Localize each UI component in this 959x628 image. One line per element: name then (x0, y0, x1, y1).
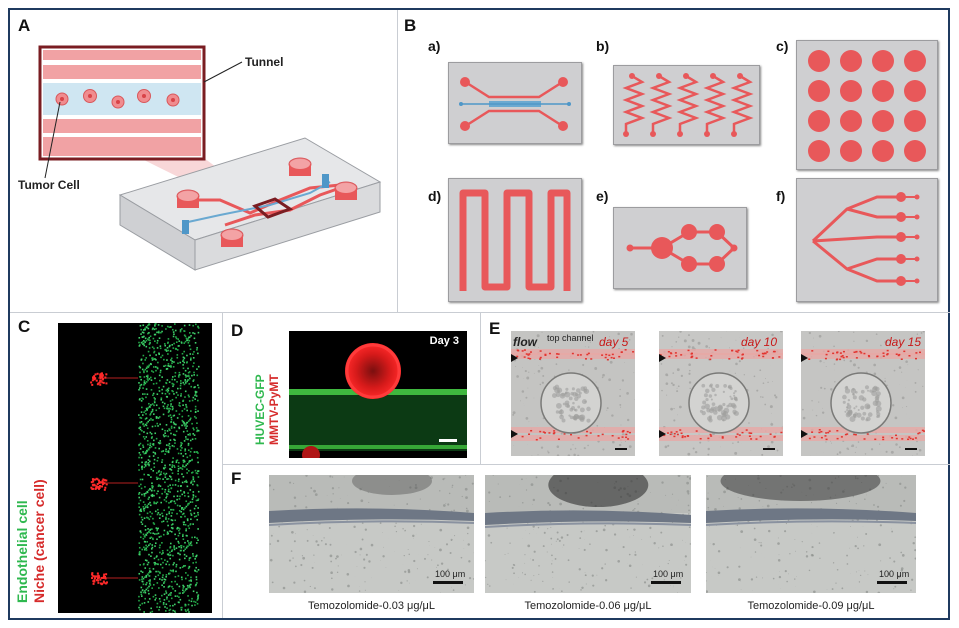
panel-f-label: F (231, 469, 242, 488)
sub-a-label: a) (428, 38, 441, 54)
panel-e-image-day15 (801, 331, 925, 456)
caption-1: Temozolomide-0.03 μg/μL (307, 600, 435, 612)
divider-ef (222, 464, 950, 465)
chip-e (613, 207, 747, 289)
panel-a-label: A (18, 16, 31, 35)
panel-c-image (58, 323, 212, 613)
chip-f (796, 178, 938, 302)
caption-2: Temozolomide-0.06 μg/μL (524, 600, 652, 612)
sub-f-label: f) (776, 188, 786, 204)
panel-e-image-day5 (511, 331, 635, 456)
panel-b: B a) b) c) d) e) f) (398, 10, 950, 312)
day5-label: day 5 (599, 335, 629, 349)
panel-d-image: Day 3 (289, 331, 467, 458)
top-channel-label: top channel (547, 333, 594, 343)
panel-b-label: B (404, 16, 417, 35)
huvec-label: HUVEC-GFP (253, 374, 267, 445)
panel-a: A (10, 10, 397, 312)
endothelial-label: Endothelial cell (14, 500, 30, 603)
panel-f: F 100 μm 100 μm 100 μm Temozolomide-0.03… (223, 465, 950, 618)
flow-label: flow (513, 335, 537, 349)
panel-c-label: C (18, 317, 31, 336)
panel-e-label: E (489, 319, 501, 338)
panel-f-image-1 (269, 475, 474, 593)
sub-c-label: c) (776, 38, 789, 54)
panel-f-image-2 (485, 475, 691, 593)
panel-c-legend: Endothelial cell Niche (cancer cell) (14, 479, 48, 603)
caption-3: Temozolomide-0.09 μg/μL (747, 600, 875, 612)
tumor-cell-label: Tumor Cell (18, 178, 80, 192)
divider-de (480, 312, 481, 464)
scale-label-2: 100 μm (653, 569, 684, 579)
divider-c (222, 312, 223, 618)
niche-label: Niche (cancer cell) (31, 479, 47, 603)
panel-f-image-3 (706, 475, 916, 593)
panel-a-schematic (38, 45, 382, 271)
panel-d-label: D (231, 321, 244, 340)
scale-label-1: 100 μm (435, 569, 466, 579)
divider-ab (397, 10, 398, 312)
chip-d (448, 178, 582, 302)
panel-e: E flow top channel day 5 day 10 day 15 (481, 313, 950, 464)
chip-c (796, 40, 938, 170)
sub-d-label: d) (428, 188, 442, 204)
scale-bar-3 (877, 581, 907, 584)
chip-b (613, 65, 760, 145)
mmtv-label: MMTV-PyMT (267, 374, 281, 445)
day15-label: day 15 (885, 335, 922, 349)
sub-e-label: e) (596, 188, 609, 204)
panel-d-legend: HUVEC-GFP MMTV-PyMT (253, 374, 281, 445)
sub-b-label: b) (596, 38, 610, 54)
tunnel-label: Tunnel (245, 55, 284, 69)
panel-e-image-day10 (659, 331, 783, 456)
day10-label: day 10 (741, 335, 778, 349)
scale-label-3: 100 μm (879, 569, 910, 579)
panel-c: C Endothelial cell Niche (cancer cell) (10, 313, 222, 618)
day3-label: Day 3 (429, 335, 459, 347)
scale-bar-1 (433, 581, 463, 584)
chip-a (448, 62, 582, 144)
panel-d: D Day 3 HUVEC-GFP MMTV-PyMT (223, 313, 480, 464)
scale-bar-2 (651, 581, 681, 584)
